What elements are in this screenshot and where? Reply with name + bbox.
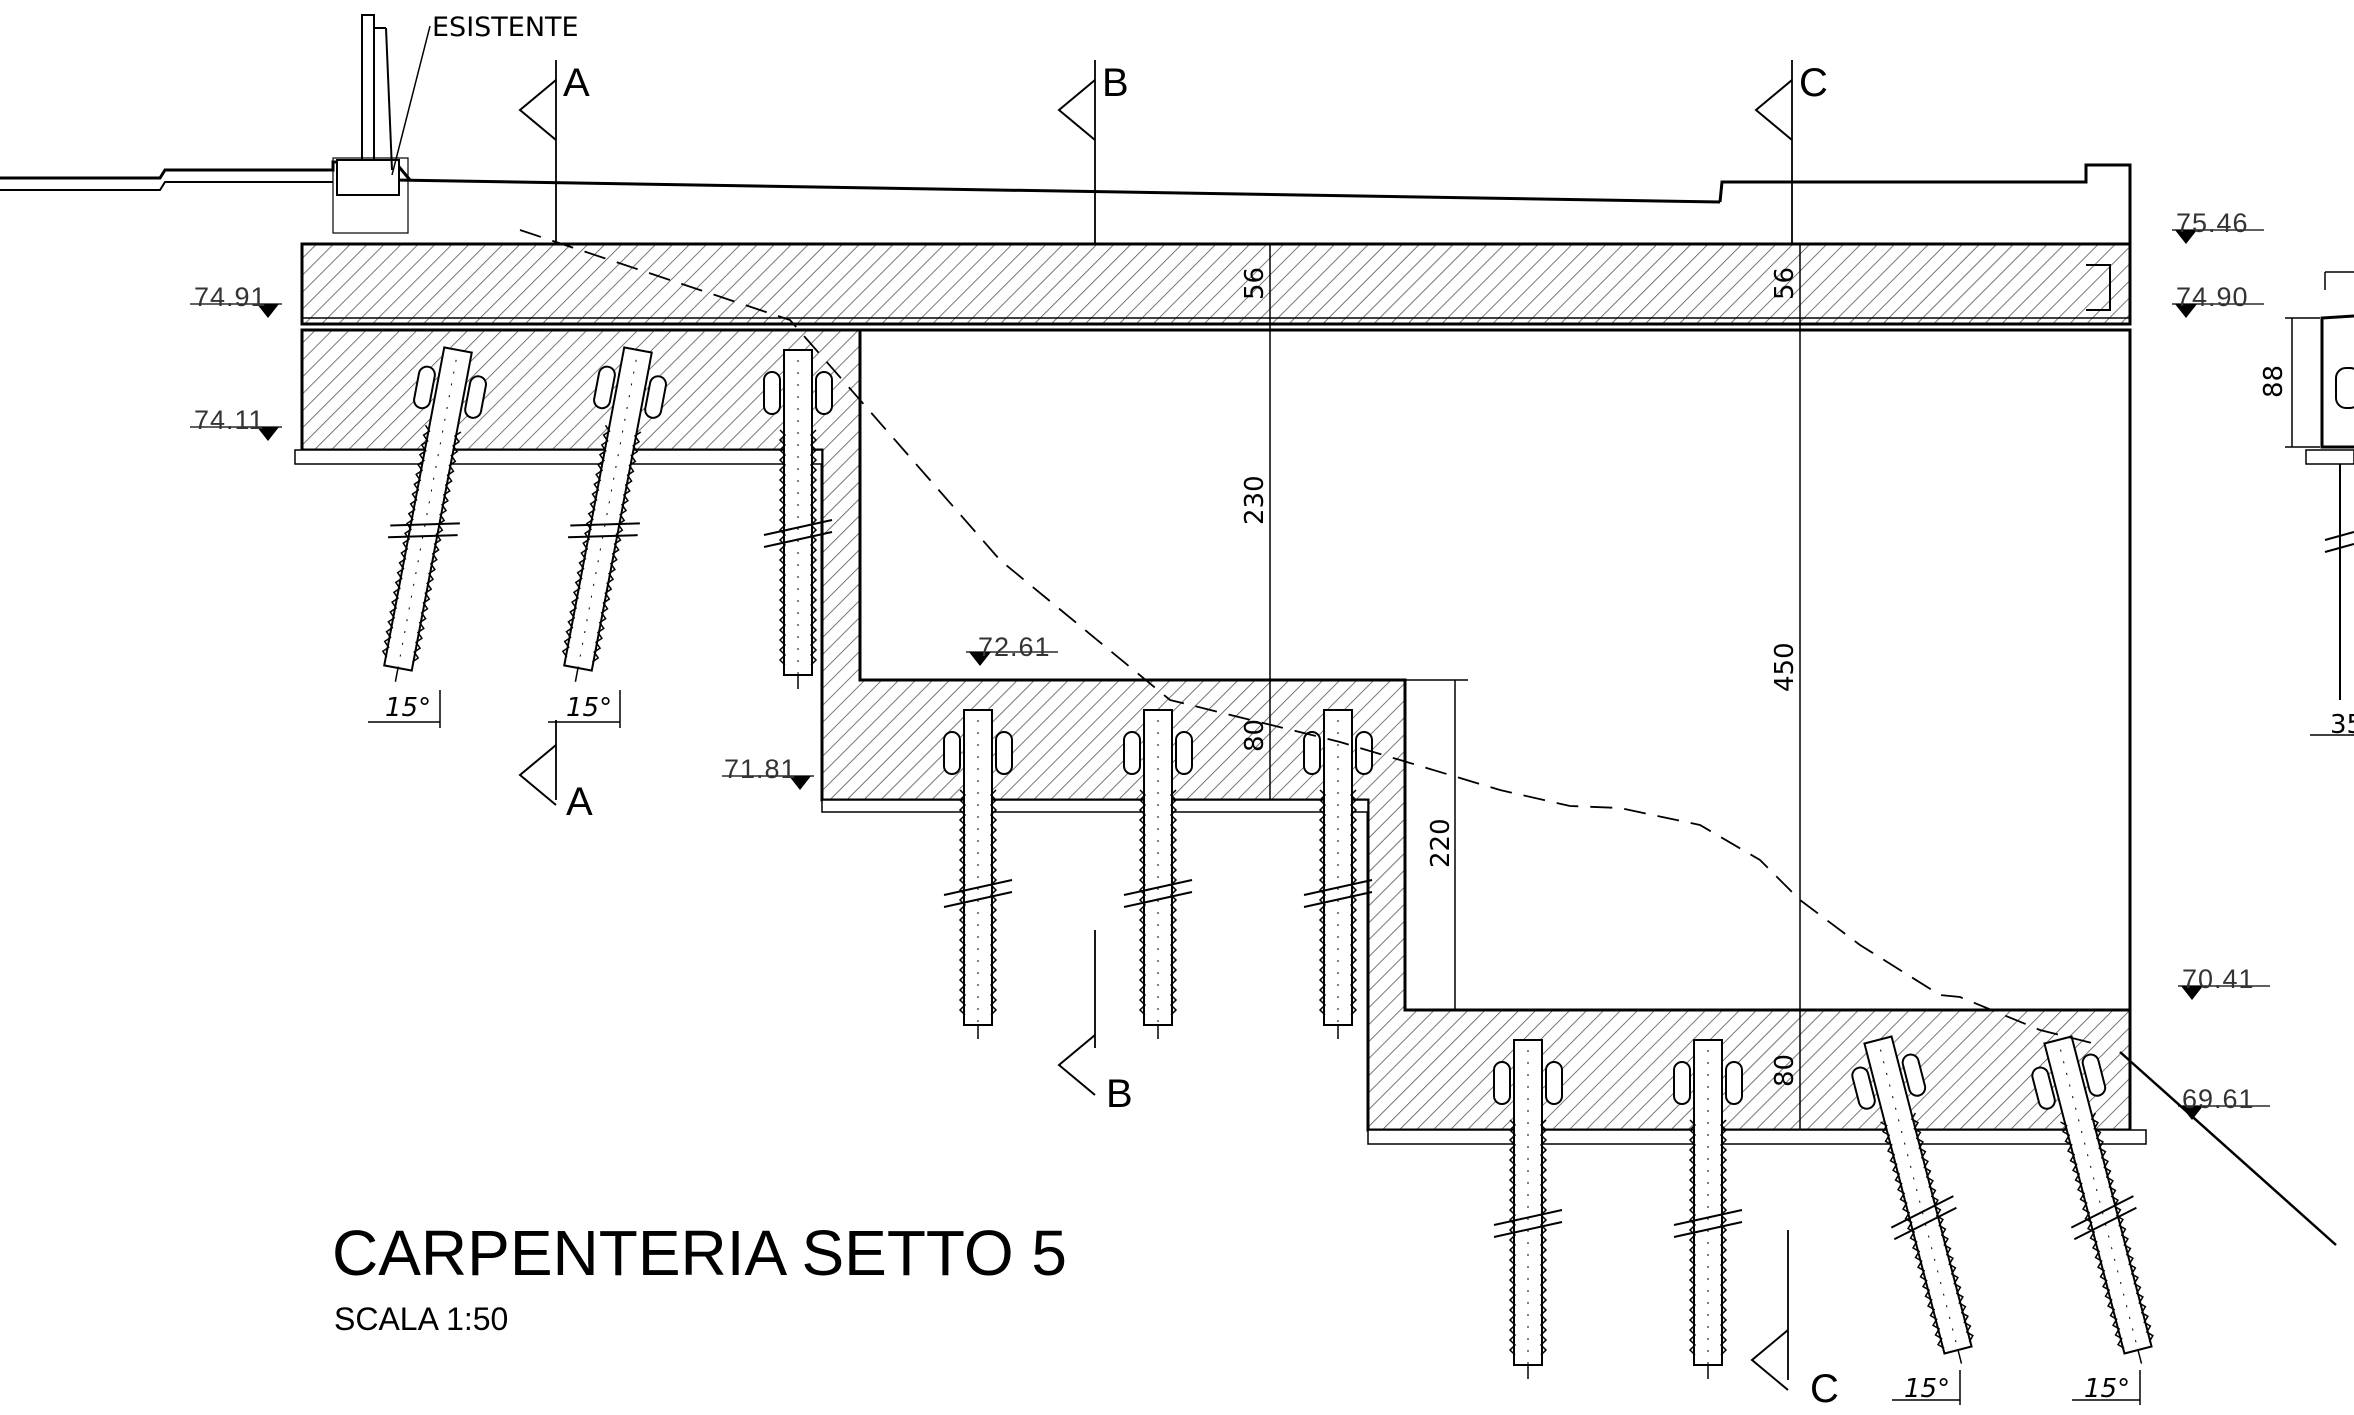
dim-slab-2: 56 [1770,267,1800,300]
level-top-left: 74.91 [194,282,267,312]
section-a-top: A [563,61,590,105]
level-mid-left: 71.81 [724,754,797,784]
level-marker [966,651,1058,666]
side-dim-35: 35 [2330,710,2354,740]
dim-low-80: 80 [1770,1054,1800,1087]
level-upper-right: 74.90 [2176,282,2249,312]
micropile [763,349,833,689]
section-c-top: C [1799,61,1828,105]
section-c-bottom: C [1810,1367,1839,1411]
section-a-bottom: A [566,780,593,824]
angle-3: 15° [1904,1374,1950,1404]
dim-mid-80: 80 [1240,719,1270,752]
section-b-top: B [1102,61,1129,105]
section-b-bottom: B [1106,1072,1133,1116]
level-low-right-top: 70.41 [2182,964,2255,994]
level-top-right: 75.46 [2176,208,2249,238]
angle-2: 15° [566,693,612,723]
section-arrows [518,79,1793,1391]
existing-leader [391,25,431,176]
slope-line [2119,1051,2337,1246]
level-marker [2172,303,2264,318]
level-mid-top: 72.61 [978,632,1051,662]
dimension-lines [1269,244,1801,1130]
level-marker [2178,1105,2270,1120]
micropile [1851,1035,1974,1364]
micropile [943,709,1013,1039]
existing-label: ESISTENTE [432,12,579,43]
dim-slab-1: 56 [1240,267,1270,300]
existing-post [332,14,409,234]
level-markers [190,229,2270,1120]
level-low-right-bottom: 69.61 [2182,1084,2255,1114]
angle-4: 15° [2084,1374,2130,1404]
level-marker [722,775,814,790]
angle-1: 15° [385,693,431,723]
micropile [381,346,487,682]
micropile [1123,709,1193,1039]
side-dim-88: 88 [2259,365,2289,398]
side-section [2285,271,2354,736]
drawing-scale: SCALA 1:50 [334,1301,508,1337]
drawing-title: CARPENTERIA SETTO 5 [332,1217,1067,1289]
terrain-profile [0,160,2132,248]
micropile [1493,1039,1563,1379]
level-marker [2178,985,2270,1000]
dim-230: 230 [1240,475,1270,525]
micropile [1673,1039,1743,1379]
level-marker [190,303,282,318]
level-marker [2172,229,2264,244]
ground-line [519,229,2101,1046]
level-left-bottom: 74.11 [194,405,265,435]
dimension-texts: 56 56 230 450 80 220 80 [1240,267,1800,1087]
micropile [561,346,667,682]
micropile [1303,709,1373,1039]
angle-marks [368,690,2141,1405]
section-lines [555,60,1793,1380]
top-slab [300,242,2132,331]
micropile [2031,1035,2154,1364]
level-marker [190,426,282,441]
dim-220: 220 [1426,818,1456,868]
dim-450: 450 [1770,642,1800,692]
micropiles [381,346,2154,1379]
